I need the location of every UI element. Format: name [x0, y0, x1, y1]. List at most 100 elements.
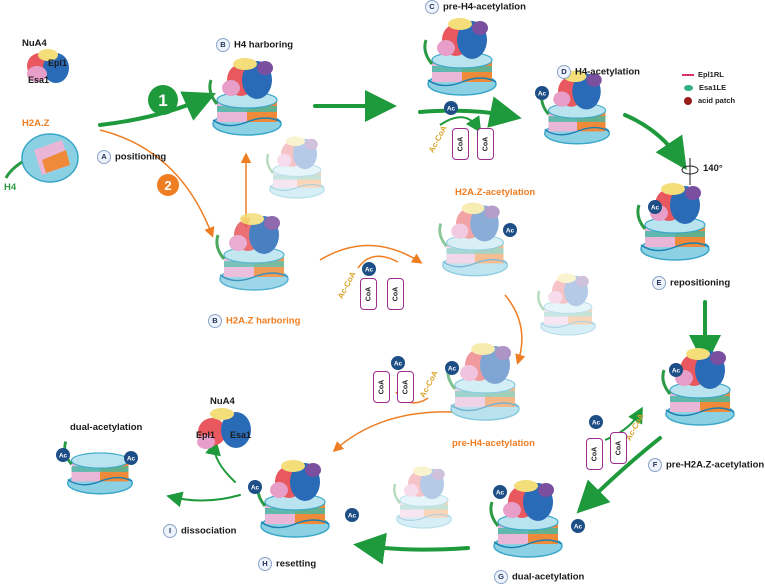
legend-label: Esa1LE [699, 83, 727, 92]
arrow-a-to-b [98, 91, 216, 127]
arrow-f-to-g [576, 436, 662, 514]
ac-badge: Ac [571, 519, 585, 533]
repositioning-text: repositioning [670, 277, 731, 289]
badge-b: B [216, 38, 230, 52]
ac-badge-text: Ac [651, 205, 660, 212]
nucleosome-ghost-b [266, 136, 325, 199]
arrow-h-to-nua4 [205, 439, 236, 483]
ac-badge: Ac [493, 485, 507, 499]
ac-badge-text: Ac [574, 524, 583, 531]
step-b-label: B H4 harboring [216, 38, 293, 52]
angle-label: 140° [703, 163, 723, 174]
ac-badge: Ac [589, 415, 603, 429]
legend-label: Epl1RL [698, 70, 724, 79]
arrow-coa-cycle-b [357, 255, 399, 269]
ac-badge: Ac [362, 262, 376, 276]
ac-badge-text: Ac [592, 420, 601, 427]
coa-text: CoA [378, 379, 385, 395]
badge-a: A [97, 150, 111, 164]
ac-badge-text: Ac [365, 267, 374, 274]
nua4-mid-label: NuA4 [210, 396, 235, 407]
coa-text: CoA [392, 286, 399, 302]
positioning-text: positioning [115, 151, 167, 163]
ac-badge: Ac [248, 480, 262, 494]
arrow-g-to-h [353, 532, 470, 565]
arrow-pre-to-h [332, 411, 453, 452]
ac-badge: Ac [124, 451, 138, 465]
coa-molecule-c2: CoA [477, 128, 494, 160]
pre-h4-acetylation-text: pre-H4-acetylation [443, 1, 526, 13]
coa-molecule-f1: CoA [586, 438, 603, 470]
ac-badge: Ac [503, 223, 517, 237]
oval-icon [684, 85, 693, 92]
dual-acetylation-g-text: dual-acetylation [512, 571, 585, 583]
acetyl-transfer-arrows [439, 115, 643, 441]
arrow-h2az-to-pre [504, 294, 526, 365]
ac-badge-text: Ac [127, 456, 136, 463]
ac-badge-text: Ac [538, 91, 547, 98]
rotation-indicator [681, 158, 699, 185]
badge-c: C [425, 0, 439, 14]
h4-harboring-text: H4 harboring [234, 39, 294, 51]
step-one-number: 1 [158, 91, 167, 110]
nucleosome-complexes [63, 18, 735, 558]
nucleosome-ghost-h2az [537, 273, 596, 336]
h4-acetylation-text: H4-acetylation [575, 66, 640, 78]
badge-b-orange: B [208, 314, 222, 328]
nucleosome-c-pre-h4 [423, 18, 497, 96]
ac-badge: Ac [535, 86, 549, 100]
esa1-top-label: Esa1 [28, 75, 50, 85]
dot-icon [684, 97, 692, 106]
dual-acetylation-top-label: dual-acetylation [70, 422, 143, 433]
ac-badge-text: Ac [447, 106, 456, 113]
nucleosome-b-h2az-harboring [215, 213, 289, 291]
coa-molecule-f2: CoA [610, 432, 627, 464]
coa-text: CoA [482, 136, 489, 152]
nua4-top-label: NuA4 [22, 38, 47, 49]
arrow-a-to-b-orange [99, 129, 215, 238]
ac-badge-text: Ac [672, 368, 681, 375]
nucleosome-h-resetting [256, 460, 330, 538]
nua4-free-complex-mid [197, 408, 251, 449]
green-pathway-arrows [98, 90, 721, 565]
coa-molecule-c1: CoA [452, 128, 469, 160]
h4-label: H4 [4, 182, 17, 193]
dash-icon [682, 74, 694, 77]
coa-text: CoA [457, 136, 464, 152]
ac-badge-text: Ac [394, 361, 403, 368]
legend-label: acid patch [698, 96, 736, 105]
esa1-mid-label: Esa1 [230, 430, 252, 440]
pre-h2az-acetylation-text: pre-H2A.Z-acetylation [666, 459, 765, 471]
nucleosome-f-pre-h2az [661, 348, 735, 426]
badge-g: G [494, 570, 508, 584]
coa-molecule-pre1: CoA [373, 371, 390, 403]
ac-badge-text: Ac [348, 513, 357, 520]
nucleosome-d-h4-acetylation [540, 70, 611, 145]
arrow-h-to-i [166, 491, 241, 508]
h2az-label: H2A.Z [22, 118, 50, 129]
badge-i: I [163, 524, 177, 538]
dissociation-text: dissociation [181, 525, 237, 537]
ac-badge-text: Ac [59, 453, 68, 460]
ac-badge: Ac [669, 363, 683, 377]
badge-d: D [557, 65, 571, 79]
step-two-number: 2 [164, 178, 171, 193]
coa-molecule-b1: CoA [360, 278, 377, 310]
pre-h4-acetylation-orange-label: pre-H4-acetylation [452, 438, 535, 449]
coa-molecule-pre2: CoA [397, 371, 414, 403]
step-d-label: D H4-acetylation [557, 65, 640, 79]
badge-f: F [648, 458, 662, 472]
ac-badge-text: Ac [251, 485, 260, 492]
arrow-d-to-e [623, 113, 687, 170]
nucleosome-pre-h4-orange [446, 343, 520, 421]
ac-badge-text: Ac [506, 228, 515, 235]
